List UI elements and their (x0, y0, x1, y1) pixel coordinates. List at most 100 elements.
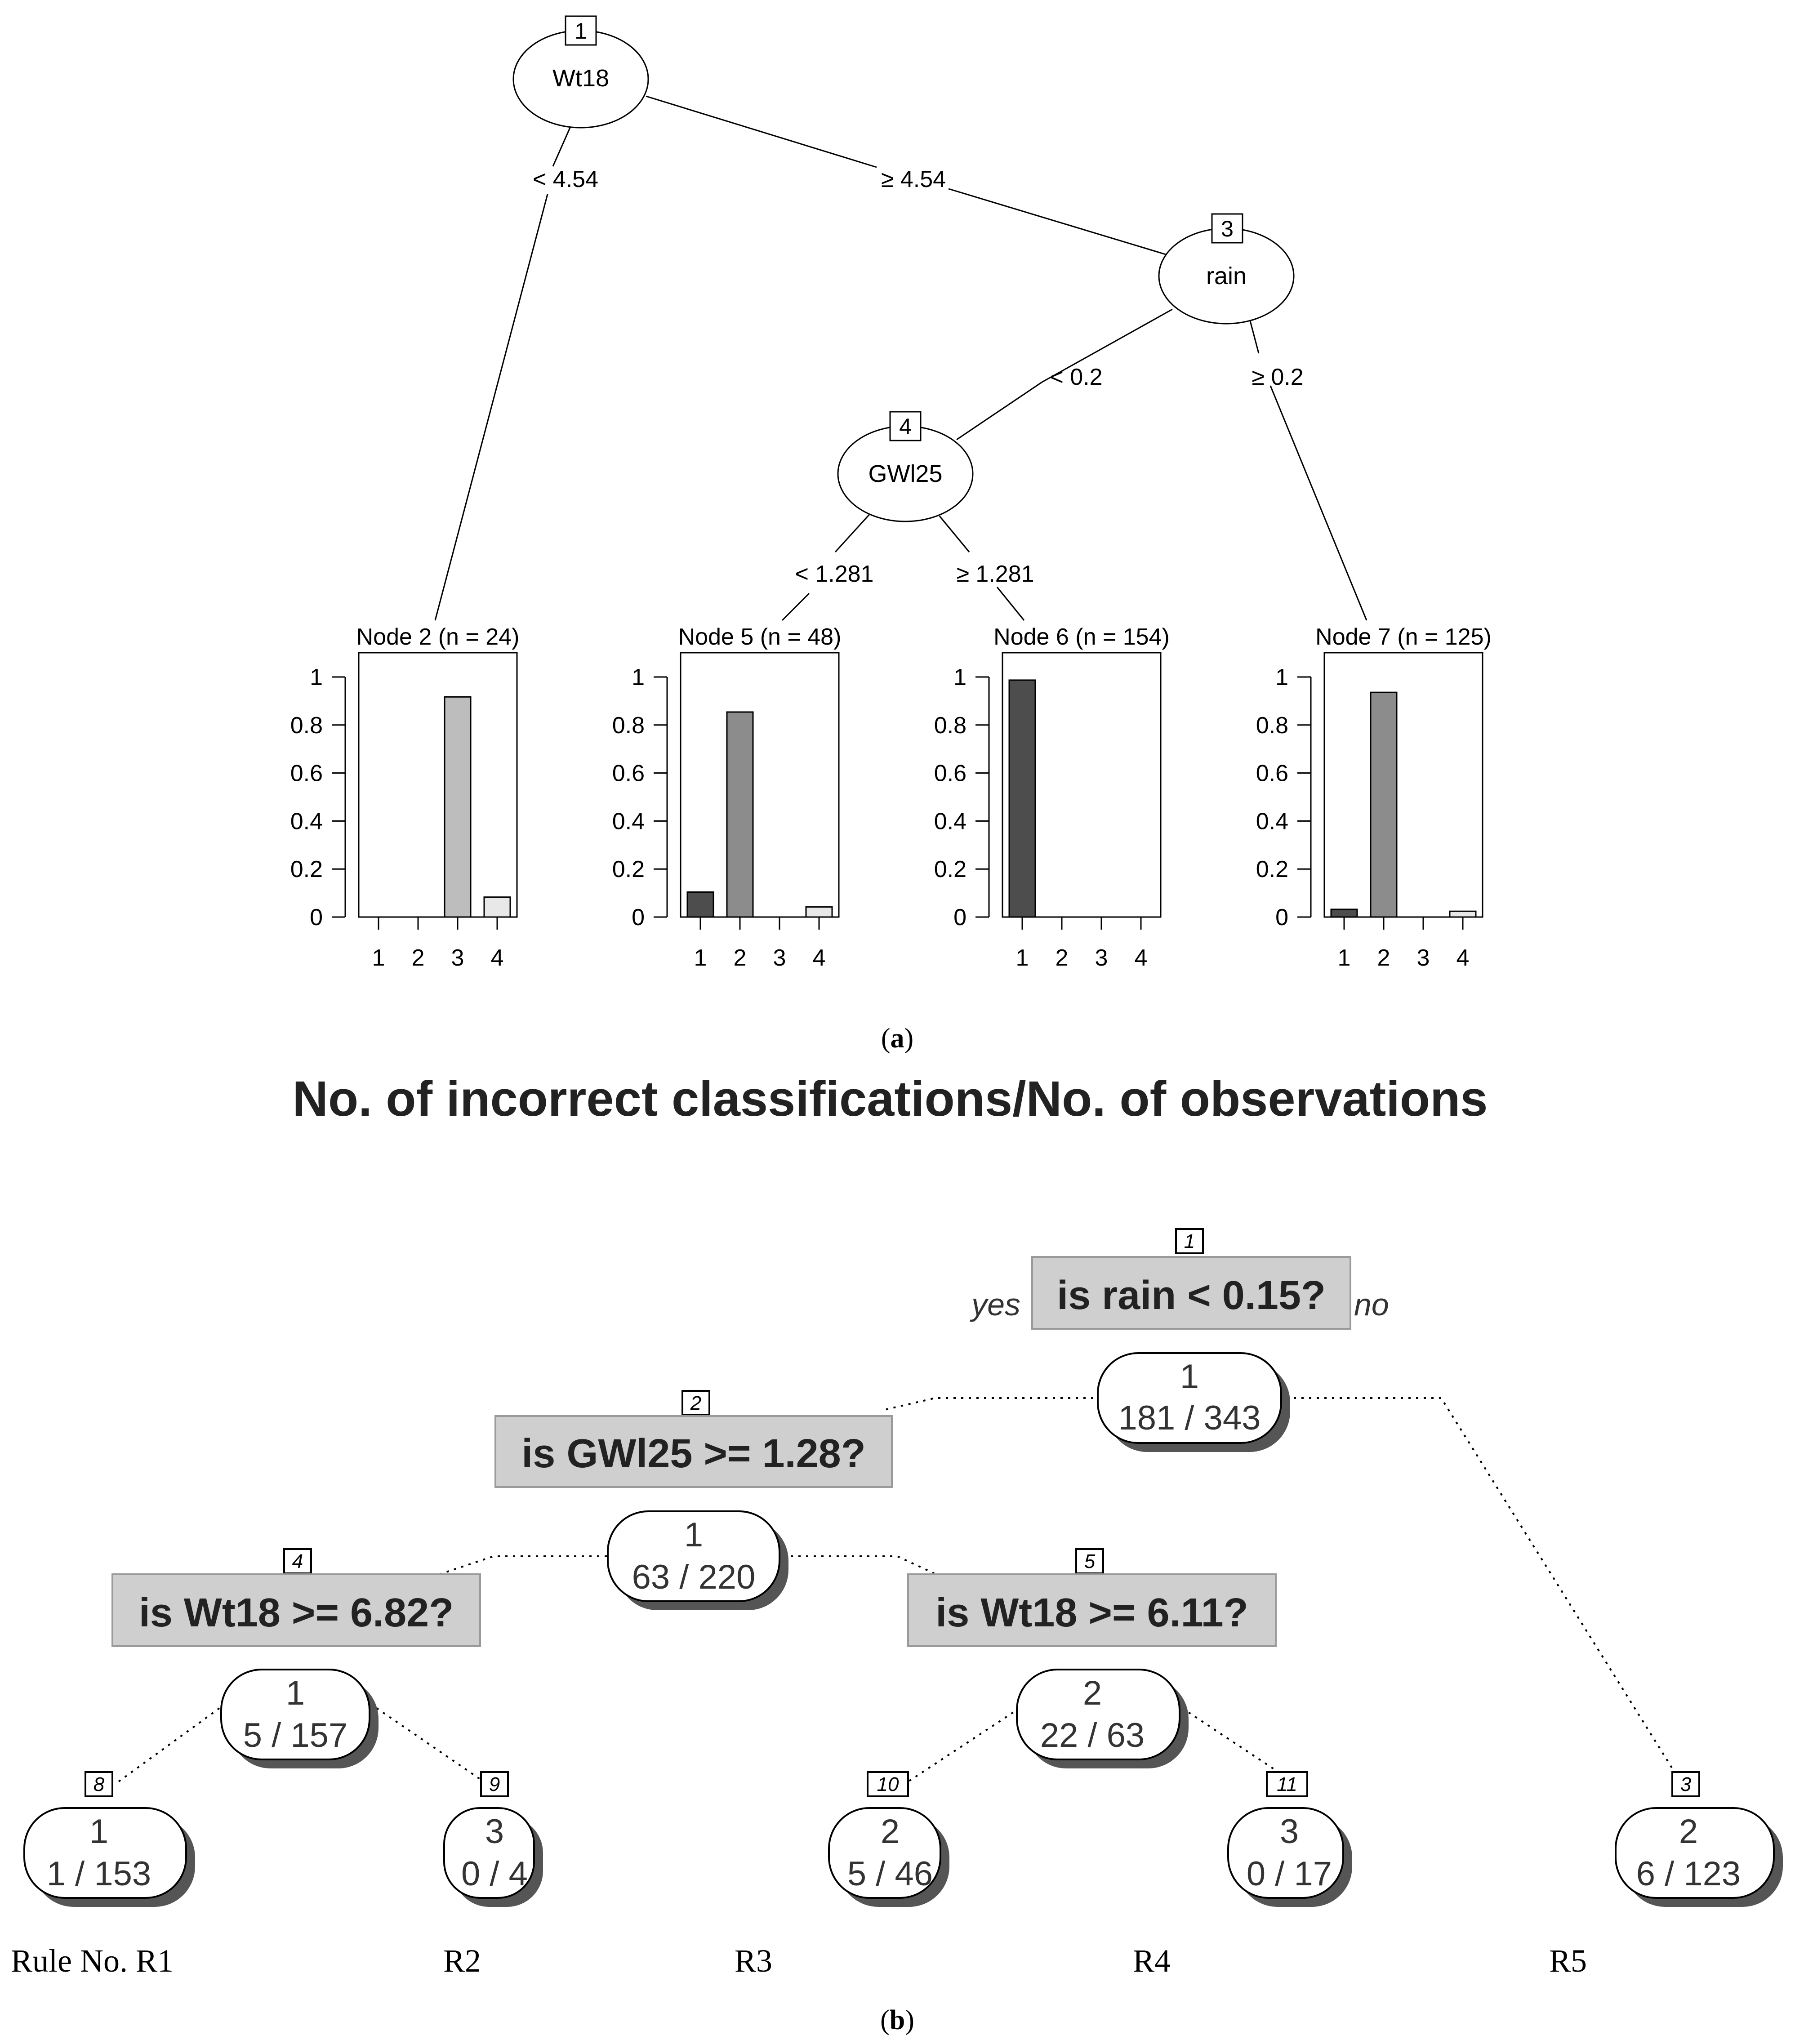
incorrect-over-total: 181 / 343 (1118, 1399, 1261, 1437)
question-box-5: 5 is Wt18 >= 6.11? (907, 1548, 1277, 1647)
question-box-1: 1 is rain < 0.15? (1031, 1228, 1351, 1330)
panel-a: 1 Wt18 < 4.54 ≥ 4.54 3 rain < 0.2 ≥ 0.2 … (290, 15, 1492, 1054)
incorrect-over-total: 5 / 46 (847, 1855, 933, 1893)
split-node-3: 3 rain (1158, 213, 1295, 325)
edge-4-to-5 (834, 512, 872, 553)
y-tick-label: 0.6 (934, 761, 967, 787)
edge-3-to-7 (1249, 319, 1260, 354)
edge-label-left: < 4.54 (533, 166, 598, 192)
predicted-class: 1 (286, 1674, 305, 1712)
edge-label-left: < 1.281 (795, 561, 874, 587)
y-tick-label: 0.6 (1256, 761, 1288, 787)
leaf-node-11: 11 3 0 / 17 (1227, 1771, 1352, 1907)
edge-4-to-9 (376, 1707, 486, 1784)
panel-b-title: No. of incorrect classifications/No. of … (293, 1071, 1488, 1127)
x-tick-label: 4 (813, 945, 826, 971)
edge-3-to-7-lower (1269, 385, 1367, 621)
question-text: is rain < 0.15? (1057, 1273, 1326, 1318)
x-tick-label: 1 (1016, 945, 1029, 971)
incorrect-over-total: 0 / 17 (1247, 1855, 1332, 1893)
caption-a: (a) (881, 1023, 913, 1054)
y-tick-label: 0.8 (1256, 713, 1288, 739)
y-tick-label: 1 (953, 664, 967, 690)
edge-1-to-2-lower (434, 194, 548, 621)
x-tick-label: 4 (1135, 945, 1148, 971)
prediction-node-1: 1 181 / 343 (1097, 1352, 1290, 1452)
node-id-label: 5 (1084, 1550, 1096, 1572)
node-id-label: 11 (1277, 1773, 1297, 1795)
question-box-4: 4 is Wt18 >= 6.82? (111, 1548, 481, 1647)
edge-2-to-5 (783, 1555, 935, 1574)
y-tick-label: 0.4 (612, 808, 645, 834)
edge-1-to-2 (552, 127, 571, 167)
predicted-class: 3 (485, 1812, 504, 1851)
predicted-class: 3 (1280, 1812, 1299, 1851)
leaf-node-10: 10 2 5 / 46 (828, 1771, 949, 1907)
chart-title: Node 6 (n = 154) (993, 624, 1170, 650)
node-id-label: 4 (899, 414, 912, 439)
question-text: is GWl25 >= 1.28? (521, 1431, 865, 1476)
question-text: is Wt18 >= 6.82? (139, 1590, 454, 1635)
y-tick-label: 0.4 (290, 808, 323, 834)
question-text: is Wt18 >= 6.11? (935, 1590, 1248, 1635)
chart-title: Node 5 (n = 48) (678, 624, 842, 650)
y-tick-label: 0.8 (290, 713, 323, 739)
y-tick-label: 0.2 (1256, 856, 1288, 882)
bar-class-2 (726, 711, 754, 918)
x-tick-label: 3 (1095, 945, 1108, 971)
split-variable-label: Wt18 (552, 65, 609, 92)
rule-label-r1: Rule No. R1 (11, 1943, 174, 1979)
split-variable-label: rain (1206, 263, 1247, 289)
edge-3-to-4-lower (956, 381, 1042, 441)
bar-class-4 (483, 896, 511, 918)
split-variable-label: GWl25 (868, 460, 942, 487)
x-tick-label: 2 (412, 945, 425, 971)
rule-label-r4: R4 (1133, 1943, 1171, 1979)
node-id-label: 2 (690, 1392, 701, 1414)
node-id-label: 1 (575, 18, 587, 44)
y-tick-label: 0.8 (612, 713, 645, 739)
y-tick-label: 0 (953, 904, 967, 931)
y-tick-label: 0 (1275, 904, 1288, 931)
y-tick-label: 0.6 (612, 761, 645, 787)
x-tick-label: 1 (694, 945, 707, 971)
predicted-class: 1 (1180, 1358, 1199, 1396)
predicted-class: 1 (89, 1812, 108, 1851)
x-tick-label: 2 (1056, 945, 1069, 971)
predicted-class: 2 (881, 1812, 900, 1851)
y-tick-label: 1 (1275, 664, 1288, 690)
rule-label-r3: R3 (735, 1943, 772, 1979)
incorrect-over-total: 1 / 153 (47, 1855, 151, 1893)
edge-5-to-10 (905, 1707, 1020, 1784)
leaf-node-9: 9 3 0 / 4 (443, 1771, 543, 1907)
edge-label-right: ≥ 0.2 (1252, 364, 1303, 390)
yes-label: yes (970, 1287, 1020, 1322)
caption-b: (b) (880, 2005, 914, 2035)
chart-frame (358, 652, 518, 918)
predicted-class: 2 (1083, 1674, 1102, 1712)
y-tick-label: 0.6 (290, 761, 323, 787)
bar-class-2 (1370, 691, 1398, 918)
bar-class-4 (1449, 910, 1477, 918)
edge-4-to-6-lower (996, 587, 1025, 621)
y-tick-label: 1 (632, 664, 645, 690)
edge-1-to-3 (1294, 1397, 1682, 1784)
x-tick-label: 3 (1417, 945, 1430, 971)
bar-class-1 (686, 891, 714, 918)
panel-a-edges (434, 95, 1367, 621)
x-tick-label: 3 (451, 945, 464, 971)
node-id-label: 10 (877, 1773, 899, 1795)
incorrect-over-total: 22 / 63 (1040, 1716, 1145, 1755)
node-id-label: 1 (1184, 1230, 1195, 1252)
y-tick-label: 0 (632, 904, 645, 931)
bar-class-4 (805, 906, 833, 918)
chart-frame (680, 652, 840, 918)
node-id-label: 3 (1221, 216, 1234, 241)
x-tick-label: 4 (491, 945, 504, 971)
edge-label-left: < 0.2 (1050, 364, 1102, 390)
